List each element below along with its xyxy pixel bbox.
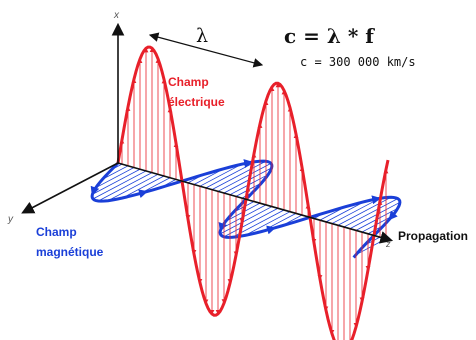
y-axis-label: y bbox=[7, 214, 14, 225]
magnetic-field-vector bbox=[220, 206, 273, 235]
magnetic-field-arrowhead bbox=[266, 225, 276, 235]
magnetic-field-vector bbox=[95, 167, 135, 189]
electric-field-wave bbox=[116, 45, 390, 340]
magnetic-field-vector bbox=[92, 170, 147, 200]
propagation-label: Propagation bbox=[398, 229, 468, 243]
magnetic-field-arrowhead bbox=[388, 210, 398, 221]
magnetic-field-arrowhead bbox=[371, 195, 382, 205]
magnetic-field-vector bbox=[223, 207, 279, 238]
magnetic-field-vector bbox=[349, 201, 401, 230]
formula-text: c = λ * f bbox=[284, 24, 375, 48]
magnetic-field-label-line2: magnétique bbox=[36, 245, 104, 259]
z-axis bbox=[117, 162, 394, 244]
y-axis bbox=[21, 162, 119, 214]
magnetic-field-vector bbox=[107, 173, 159, 202]
magnetic-field-vector bbox=[244, 211, 291, 236]
magnetic-field-vector bbox=[98, 172, 153, 202]
magnetic-field-arrowhead bbox=[90, 185, 100, 196]
magnetic-field-wave bbox=[90, 159, 402, 259]
magnetic-field-vector bbox=[217, 162, 272, 192]
magnetic-field-vector bbox=[102, 165, 129, 180]
magnetic-field-vector bbox=[92, 168, 141, 195]
electric-field-label-line1: Champ bbox=[168, 75, 209, 89]
magnetic-field-vector bbox=[122, 175, 165, 199]
magnetic-field-vector bbox=[325, 201, 365, 223]
electric-field-label-line2: électrique bbox=[168, 95, 225, 109]
x-axis-label: x bbox=[113, 10, 120, 21]
wavelength-arrow bbox=[148, 32, 264, 68]
magnetic-field-curve bbox=[90, 159, 402, 259]
magnetic-field-arrowhead bbox=[243, 159, 254, 168]
magnetic-field-vector bbox=[343, 198, 398, 228]
electric-field-curve bbox=[116, 45, 390, 340]
wavelength-symbol: λ bbox=[196, 25, 208, 47]
speed-of-light-text: c = 300 000 km/s bbox=[300, 55, 416, 69]
magnetic-field-arrowhead bbox=[218, 222, 228, 232]
magnetic-field-vector bbox=[199, 163, 242, 187]
z-axis-label: z bbox=[385, 239, 391, 249]
magnetic-field-arrowhead bbox=[138, 189, 148, 199]
magnetic-field-label-line1: Champ bbox=[36, 225, 77, 239]
magnetic-field-vector bbox=[211, 160, 266, 190]
magnetic-field-vector bbox=[331, 198, 380, 224]
